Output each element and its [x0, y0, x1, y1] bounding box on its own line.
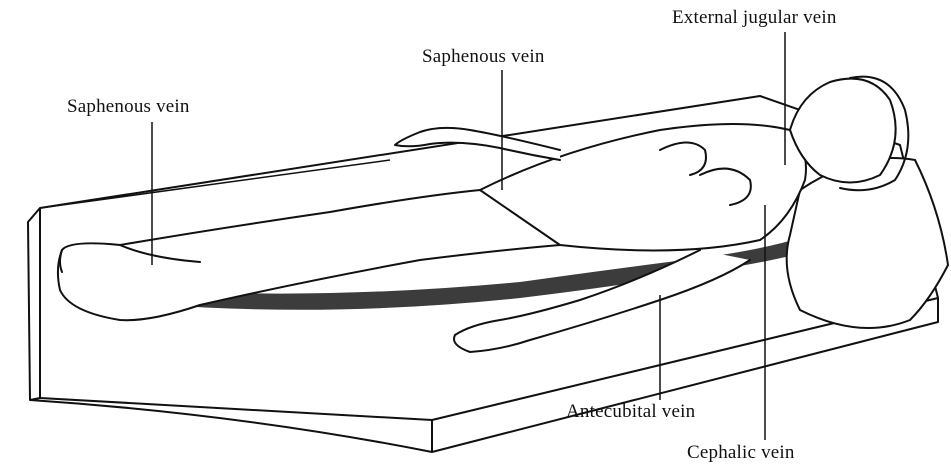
label-cephalic-vein: Cephalic vein	[687, 442, 795, 464]
label-external-jugular-vein: External jugular vein	[672, 7, 837, 29]
label-saphenous-vein-mid: Saphenous vein	[422, 46, 545, 68]
label-antecubital-vein: Antecubital vein	[566, 401, 695, 423]
pillow	[787, 158, 948, 328]
label-saphenous-vein-left: Saphenous vein	[67, 96, 190, 118]
